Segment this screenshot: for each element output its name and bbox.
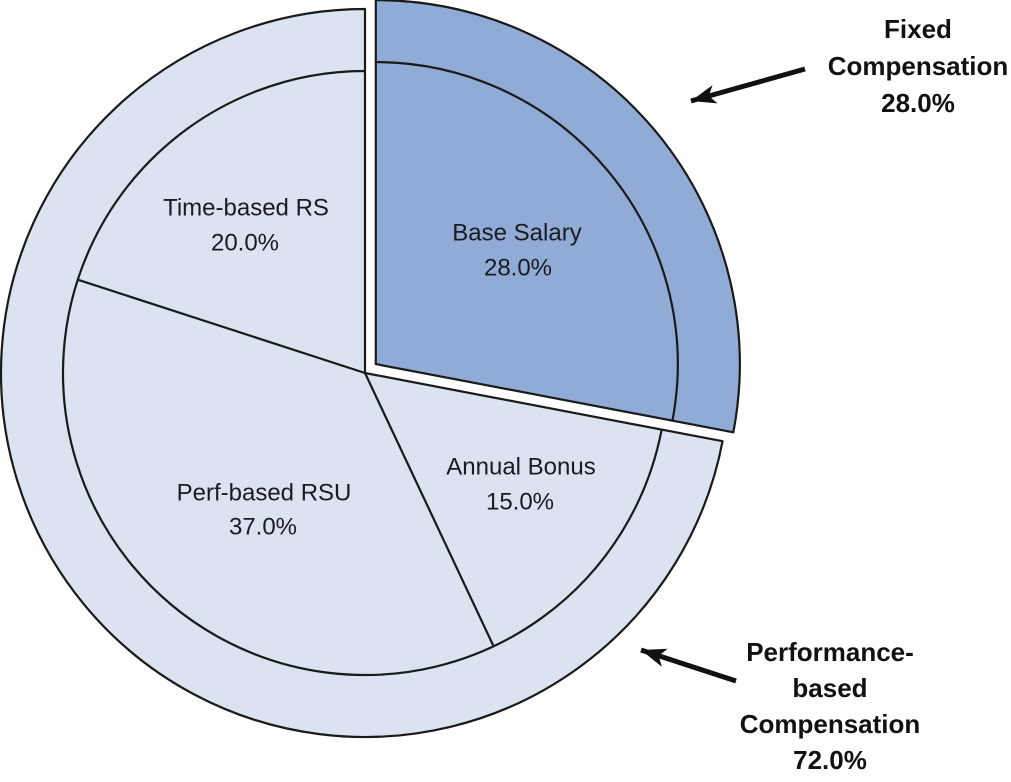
fixed-callout-pct: 28.0%	[881, 88, 955, 118]
inner-slice-boundaries	[77, 278, 495, 647]
inner-slice-boundary-line	[77, 278, 366, 375]
performance-callout-line-2: based	[792, 673, 868, 703]
fixed-compensation-arrow-icon	[690, 66, 806, 104]
time-based-rs-pct: 20.0%	[211, 230, 279, 257]
perf-based-rsu-label: Perf-based RSU	[177, 480, 352, 507]
performance-compensation-arrow-icon	[640, 647, 737, 684]
performance-callout-line-1: Performance-	[746, 637, 914, 667]
fixed-inner-ring-arc	[375, 60, 679, 421]
perf-based-rsu-pct: 37.0%	[229, 514, 297, 541]
performance-callout-line-3: Compensation	[739, 709, 921, 739]
performance-inner-ring-arc	[61, 69, 663, 677]
pie-body	[0, 0, 741, 739]
callout-arrows	[640, 66, 806, 684]
performance-callout-pct: 72.0%	[793, 745, 867, 775]
slice-labels: Base Salary 28.0% Annual Bonus 15.0% Per…	[163, 195, 596, 541]
annual-bonus-pct: 15.0%	[486, 489, 554, 516]
fixed-compensation-callout: Fixed Compensation 28.0%	[818, 11, 1011, 122]
time-based-rs-label: Time-based RS	[163, 195, 329, 222]
base-salary-pct: 28.0%	[484, 255, 552, 282]
fixed-callout-line-1: Fixed	[884, 14, 952, 44]
inner-slice-boundary-line	[364, 372, 495, 647]
fixed-callout-line-2: Compensation	[827, 51, 1009, 81]
annual-bonus-label: Annual Bonus	[446, 454, 595, 481]
performance-compensation-callout: Performance- based Compensation 72.0%	[730, 634, 930, 778]
slice-fixed-group	[374, 0, 741, 434]
base-salary-label: Base Salary	[452, 220, 581, 247]
